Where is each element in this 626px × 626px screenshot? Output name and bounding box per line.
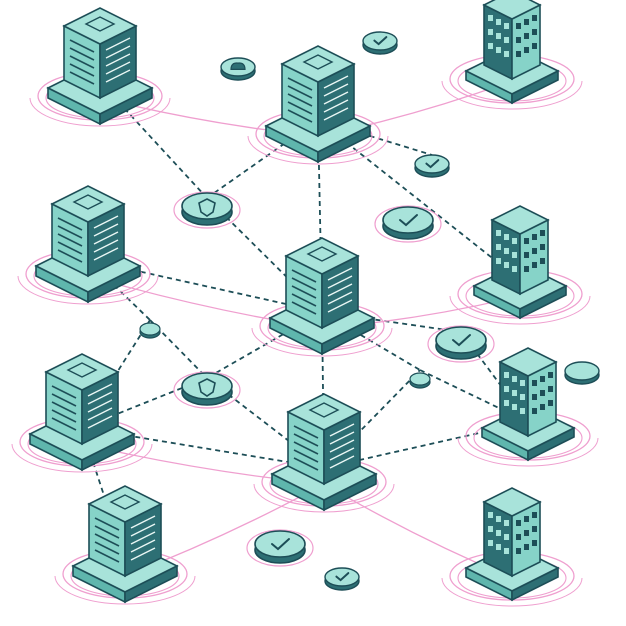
server-rack-icon	[29, 353, 135, 471]
server-rack-icon	[72, 485, 178, 603]
check-icon	[324, 567, 360, 591]
server-rack-icon	[47, 7, 153, 125]
office-building-icon	[465, 487, 559, 601]
check-icon	[362, 31, 398, 55]
check-icon	[374, 205, 442, 243]
connection-line	[317, 119, 521, 281]
office-building-icon	[473, 205, 567, 319]
dot-icon	[139, 322, 161, 339]
dot-icon	[564, 361, 600, 385]
shield-icon	[173, 191, 241, 229]
server-rack-icon	[265, 45, 371, 163]
server-rack-icon	[269, 237, 375, 355]
check-icon	[427, 325, 495, 363]
cloud-icon	[220, 57, 256, 81]
server-rack-icon	[271, 393, 377, 511]
node-layer	[29, 0, 600, 603]
check-icon	[246, 529, 314, 567]
check-icon	[414, 154, 450, 178]
server-rack-icon	[35, 185, 141, 303]
shield-icon	[173, 371, 241, 409]
dot-icon	[409, 372, 431, 389]
connection-line	[206, 377, 325, 469]
office-building-icon	[465, 0, 559, 104]
connection-line	[206, 119, 319, 199]
connection-line	[321, 311, 462, 333]
office-building-icon	[481, 347, 575, 461]
